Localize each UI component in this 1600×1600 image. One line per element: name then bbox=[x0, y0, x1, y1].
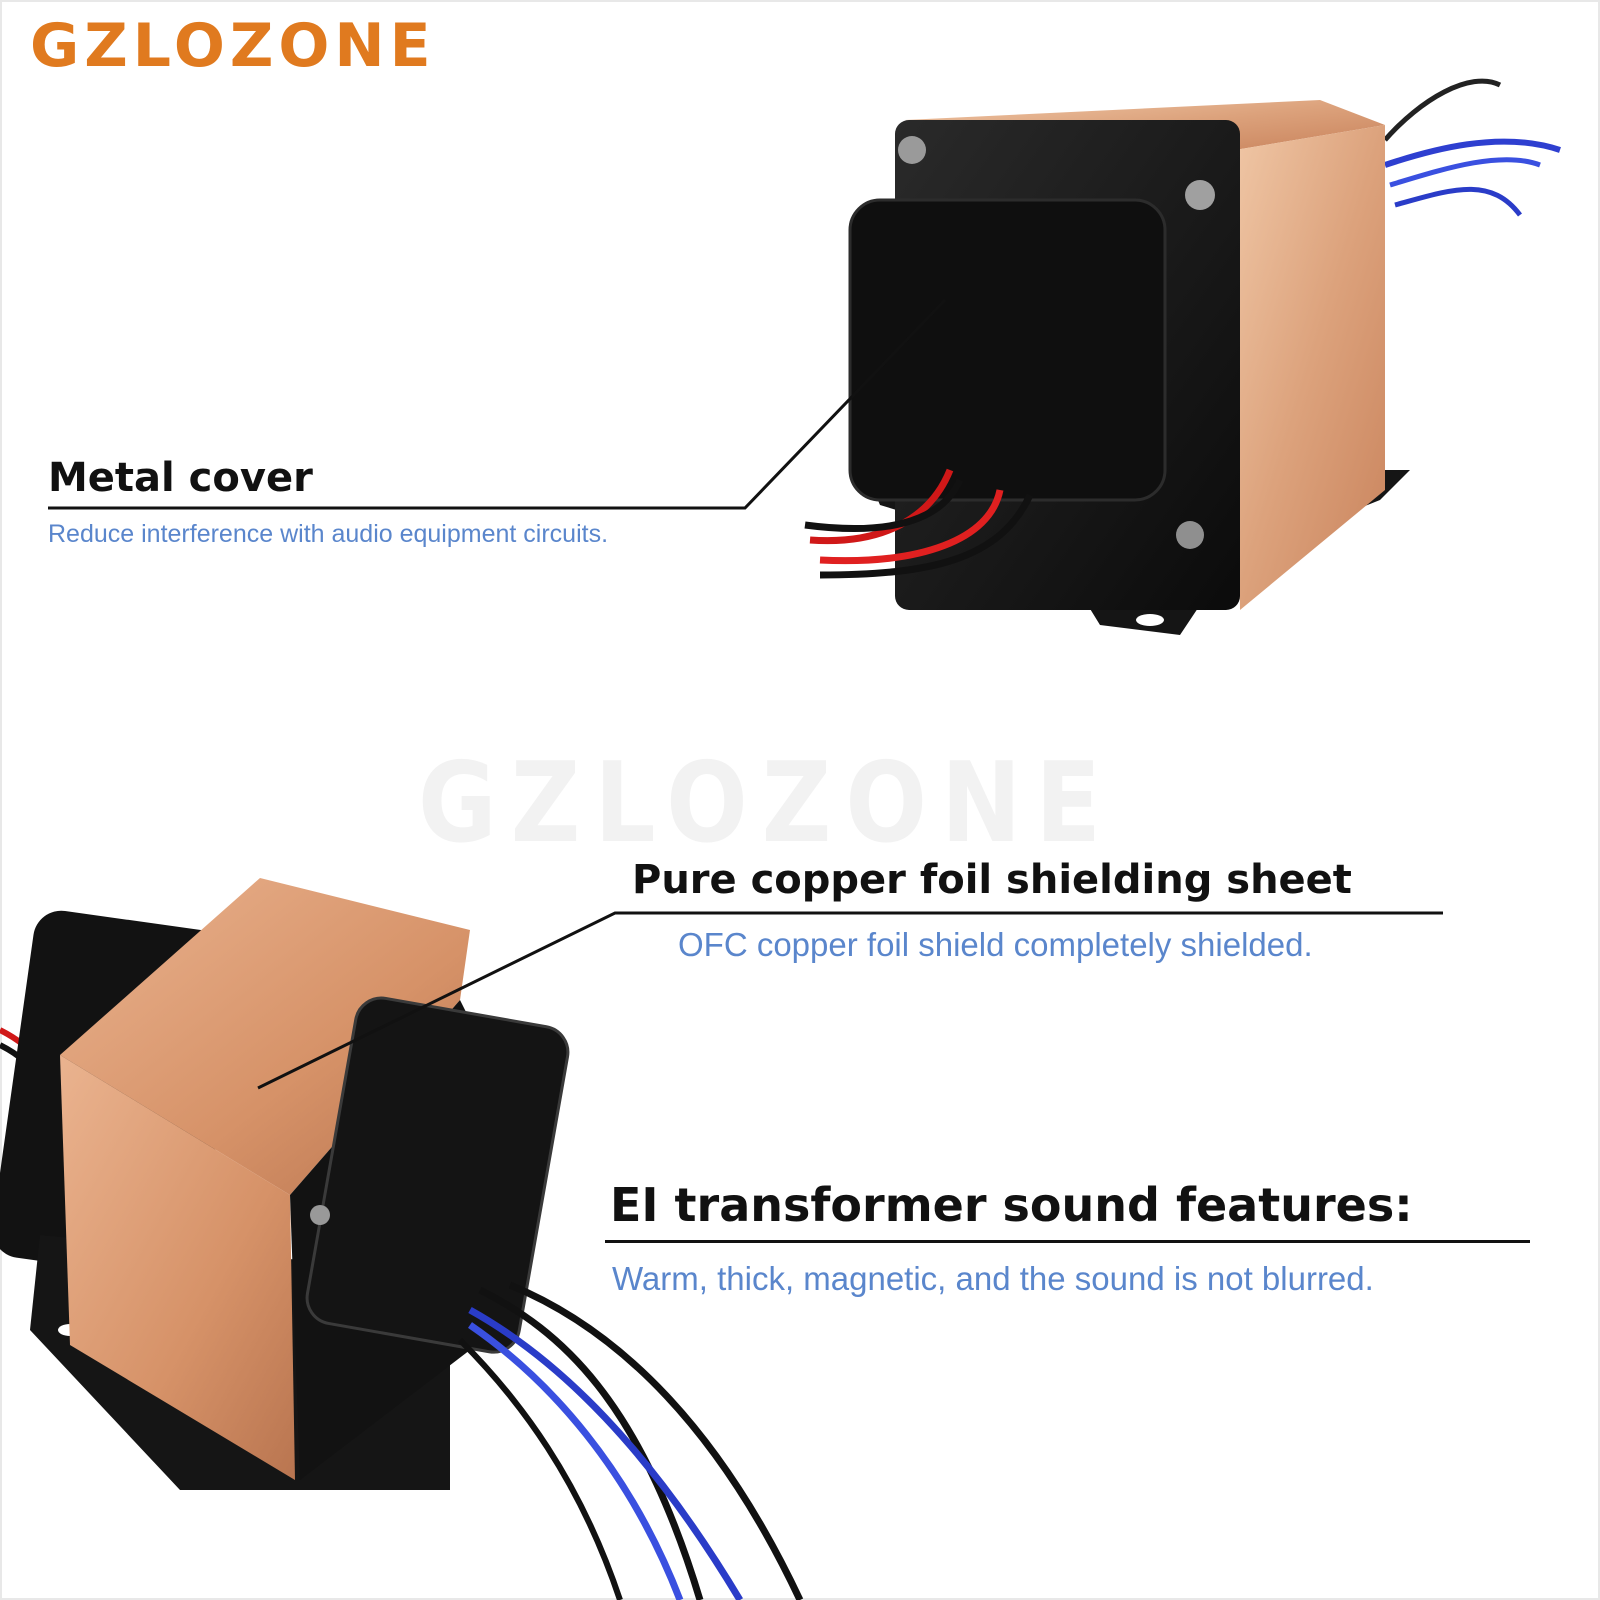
feature-desc-sound: Warm, thick, magnetic, and the sound is … bbox=[612, 1260, 1374, 1297]
feature-title-copper-foil: Pure copper foil shielding sheet bbox=[632, 857, 1352, 903]
leader-line-metal-cover bbox=[48, 298, 947, 510]
feature-rule-sound bbox=[605, 1240, 1530, 1243]
watermark: GZLOZONE bbox=[418, 738, 1115, 868]
leader-line-copper-foil bbox=[257, 911, 1443, 1090]
transformer-top-photo bbox=[804, 78, 1561, 635]
feature-desc-copper-foil: OFC copper foil shield completely shield… bbox=[678, 926, 1313, 963]
feature-desc-metal-cover: Reduce interference with audio equipment… bbox=[48, 520, 609, 548]
feature-title-metal-cover: Metal cover bbox=[48, 455, 313, 501]
transformer-bottom-photo bbox=[0, 878, 804, 1600]
feature-title-sound: EI transformer sound features: bbox=[610, 1178, 1413, 1232]
brand-logo: GZLOZONE bbox=[30, 11, 436, 81]
